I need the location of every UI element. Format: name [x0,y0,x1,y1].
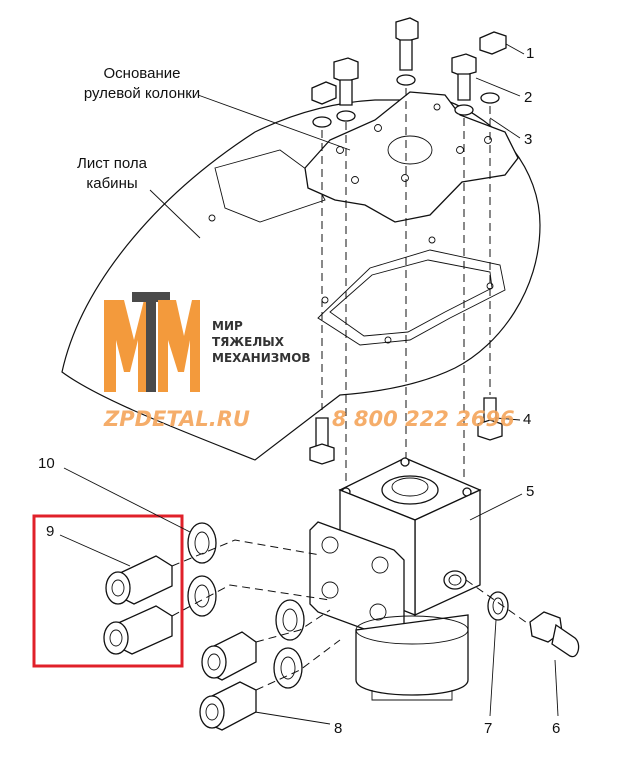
mtm-logo [104,292,200,392]
leader-1 [505,43,525,55]
callout-3: 3 [524,131,532,148]
gasket-hole [384,336,392,344]
leader-9 [59,534,131,567]
highlight-box [32,514,184,668]
brand-line-1: МИР [212,319,243,333]
callout-9: 9 [46,523,54,540]
assembly-line [171,584,331,617]
plate-hole [484,136,492,144]
washer-7 [487,591,509,621]
assembly-line [465,579,531,626]
fitting-9a [105,555,173,605]
leader-sheet [149,189,201,239]
gasket-hole [321,296,329,304]
leader-4 [495,417,521,421]
plate-hole [401,174,409,182]
cab-floor-sheet [61,99,541,461]
plate-center-hole [387,135,433,165]
callout-1: 1 [526,45,534,62]
bolt-top-right [451,53,477,101]
brand-line-3: МЕХАНИЗМОВ [212,351,311,365]
bolt-bottom-right [477,397,503,441]
gasket-hole [428,236,436,244]
washer-10b [187,575,217,617]
bolt-top-center [395,17,419,71]
callout-7: 7 [484,720,492,737]
leader-8 [254,711,331,725]
callout-8: 8 [334,720,342,737]
callout-6: 6 [552,720,560,737]
washer-left [312,116,332,128]
floor-gasket-inner [329,259,493,337]
steering-control-unit [309,457,482,701]
washer-8b [273,647,303,689]
washer-8a [275,599,305,641]
label-cab-floor-sheet-2: кабины [86,175,137,192]
label-steering-column-base-2: рулевой колонки [84,85,200,102]
assembly-line [255,609,331,643]
floor-sheet-cutout [214,149,326,223]
bolt-top-left [333,57,359,106]
plate-hole [351,176,359,184]
watermark-phone: 8 800 222 2696 [332,407,515,431]
assembly-line [171,539,321,567]
washer-top-left [336,110,356,122]
fitting-8b [199,681,257,731]
watermark-site: ZPDETAL.RU [103,407,250,431]
leader-10 [63,467,191,533]
steering-column-base-plate [304,91,519,223]
label-steering-column-base: Основание [104,65,181,82]
bolt-bottom-left [309,417,335,465]
leader-5 [469,493,523,521]
washer-right [480,92,500,104]
washer-top-center [396,74,416,86]
fitting-9b [103,605,173,655]
plate-hole [433,103,441,111]
callout-4: 4 [523,411,531,428]
label-cab-floor-sheet: Лист пола [77,155,148,172]
nut-left [311,81,337,105]
plate-hole [374,124,382,132]
washer-top-right [454,104,474,116]
assembly-line [255,639,341,691]
floor-gasket-cutout [317,249,506,346]
washer-10a [187,522,217,564]
leader-3 [489,117,521,139]
leader-base [197,94,351,151]
fitting-8a [201,631,257,681]
fitting-6 [529,611,580,658]
leader-6 [554,659,559,717]
leader-2 [475,77,521,97]
leader-7 [489,619,497,717]
floor-hole [208,214,216,222]
brand-line-2: ТЯЖЕЛЫХ [212,335,285,349]
nut-1 [479,31,507,55]
callout-10: 10 [38,455,55,472]
callout-2: 2 [524,89,532,106]
callout-5: 5 [526,483,534,500]
